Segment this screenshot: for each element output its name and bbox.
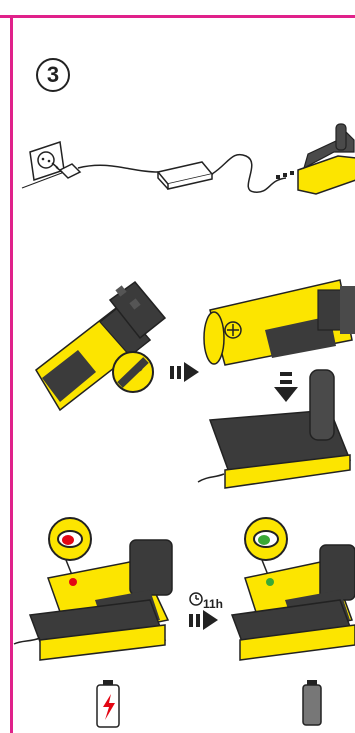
charging-cradle-icon bbox=[232, 600, 355, 660]
arrow-down-icon bbox=[274, 372, 298, 402]
power-cable bbox=[78, 165, 158, 172]
arrow-right-icon bbox=[170, 362, 199, 382]
charging-cradle-icon bbox=[198, 370, 350, 488]
flashlight-icon bbox=[204, 280, 355, 365]
battery-charged-icon bbox=[303, 680, 321, 725]
power-socket-icon bbox=[22, 142, 75, 188]
charge-time-label: 11h bbox=[203, 597, 223, 611]
charging-cradle-icon bbox=[14, 600, 165, 660]
status-indicator-charged bbox=[245, 518, 287, 575]
power-adapter-icon bbox=[158, 162, 212, 189]
charging-cradle-icon bbox=[298, 124, 355, 194]
arrow-right-icon bbox=[189, 610, 218, 630]
battery-charging-icon bbox=[97, 680, 119, 727]
clock-icon bbox=[190, 593, 202, 605]
status-indicator-charging bbox=[49, 518, 91, 575]
dc-cable bbox=[212, 155, 286, 193]
flashlight-icon bbox=[36, 282, 165, 410]
detail-zoom bbox=[113, 352, 153, 392]
